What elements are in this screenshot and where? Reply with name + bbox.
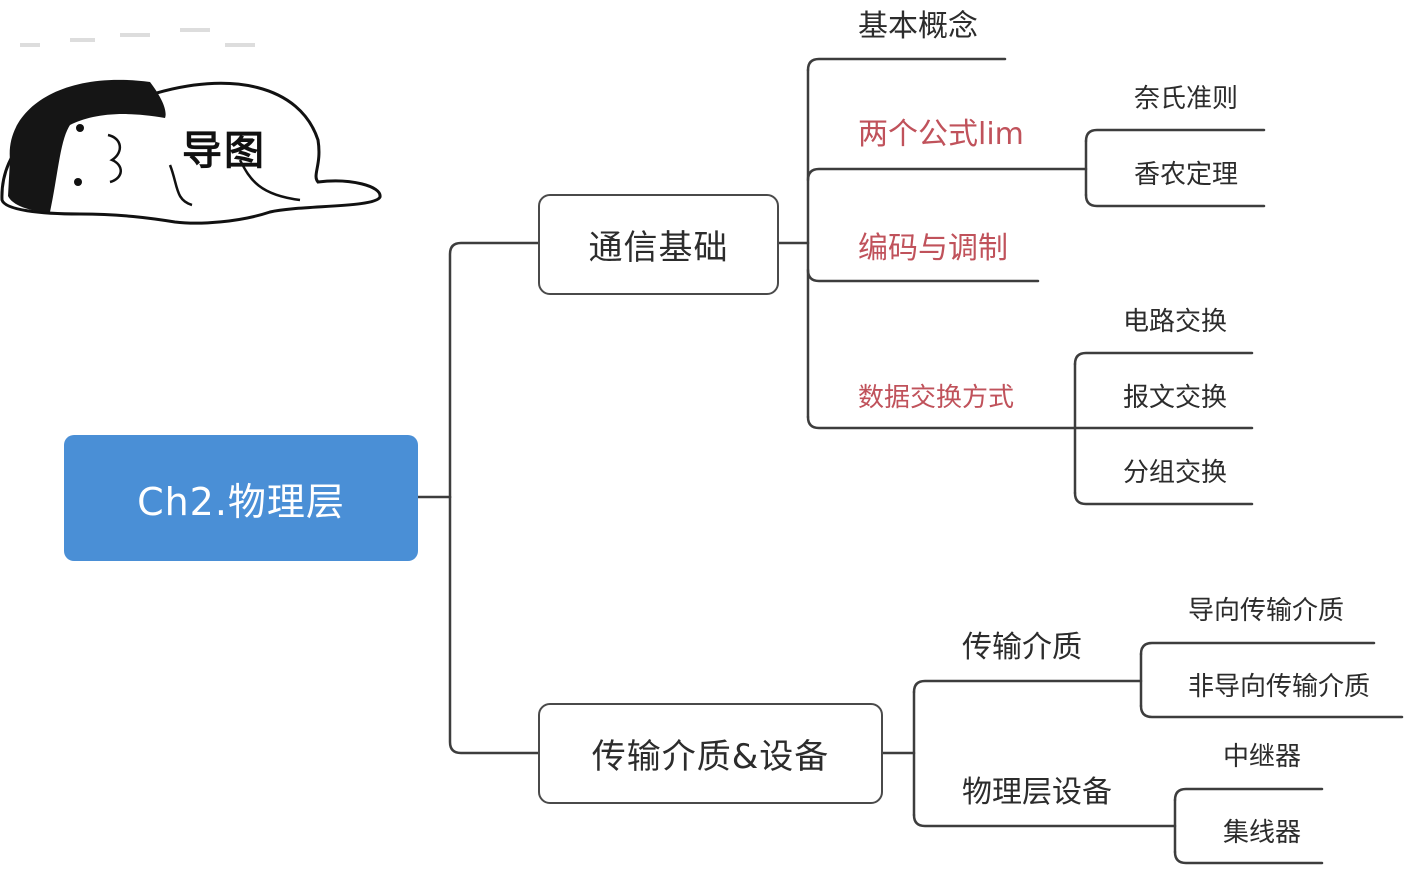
connector-switching xyxy=(806,415,1077,430)
connector-devices xyxy=(912,813,1177,828)
connector-hub xyxy=(1173,850,1324,865)
subtopic-packet-switching[interactable]: 分组交换 xyxy=(1123,458,1228,488)
topic-concepts[interactable]: 基本概念 xyxy=(858,9,978,44)
mascot-eye-right xyxy=(74,178,82,186)
root-node[interactable]: Ch2.物理层 xyxy=(64,435,418,561)
mascot-body xyxy=(0,81,382,225)
mascot-arm xyxy=(238,159,301,202)
subtopic-message-switching[interactable]: 报文交换 xyxy=(1123,383,1228,413)
mascot-illustration xyxy=(0,28,382,225)
connector-nyquist xyxy=(1084,128,1266,143)
connector-root-to-media xyxy=(448,495,540,755)
connector-repeater xyxy=(1173,787,1324,802)
subtopic-circuit-switching[interactable]: 电路交换 xyxy=(1123,307,1228,337)
subtopic-unguided-media[interactable]: 非导向传输介质 xyxy=(1188,672,1371,702)
mascot-hand xyxy=(168,164,193,207)
connector-concepts xyxy=(806,57,1007,72)
subtopic-hub[interactable]: 集线器 xyxy=(1223,818,1302,848)
topic-transmission-media[interactable]: 传输介质 xyxy=(962,630,1082,665)
topic-switching[interactable]: 数据交换方式 xyxy=(858,383,1015,413)
connector-guided xyxy=(1139,641,1376,656)
mascot-eye-left xyxy=(76,124,84,132)
connector-circuit xyxy=(1073,351,1254,366)
connector-encoding xyxy=(806,268,1040,283)
branch-basics-label: 通信基础 xyxy=(588,228,729,268)
connector-packet xyxy=(1073,491,1254,506)
topic-formulas[interactable]: 两个公式lim xyxy=(858,117,1024,152)
connector-root-to-basics xyxy=(448,241,540,499)
connector-unguided xyxy=(1139,704,1404,719)
subtopic-nyquist[interactable]: 奈氏准则 xyxy=(1134,84,1239,114)
mascot-bubble-dashes xyxy=(20,28,255,47)
root-label: Ch2.物理层 xyxy=(137,479,345,524)
branch-basics[interactable]: 通信基础 xyxy=(538,194,779,295)
mascot-mouth xyxy=(107,133,122,184)
branch-media[interactable]: 传输介质&设备 xyxy=(538,703,883,804)
subtopic-repeater[interactable]: 中继器 xyxy=(1223,742,1302,772)
connector-transmission xyxy=(912,679,1143,694)
branch-media-label: 传输介质&设备 xyxy=(591,737,830,777)
topic-physical-devices[interactable]: 物理层设备 xyxy=(962,775,1112,810)
mascot-caption: 导图 xyxy=(182,128,266,174)
connector-formulas xyxy=(806,167,1088,182)
subtopic-shannon[interactable]: 香农定理 xyxy=(1134,160,1239,190)
subtopic-guided-media[interactable]: 导向传输介质 xyxy=(1188,596,1345,626)
topic-encoding[interactable]: 编码与调制 xyxy=(858,231,1008,266)
connector-shannon xyxy=(1084,193,1266,208)
mascot-hair xyxy=(8,79,166,212)
